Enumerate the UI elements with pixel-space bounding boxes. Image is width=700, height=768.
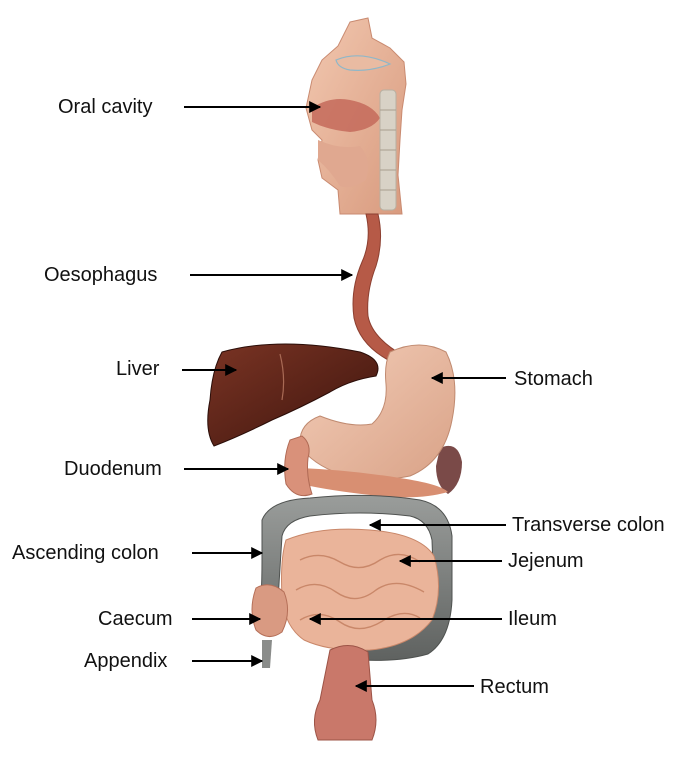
appendix-shape xyxy=(262,640,272,668)
head-section xyxy=(305,17,407,215)
caecum-shape xyxy=(251,584,288,637)
pancreas-shape xyxy=(300,468,448,498)
label-oesophagus: Oesophagus xyxy=(44,264,158,286)
liver-shape xyxy=(207,343,379,447)
label-oral-cavity: Oral cavity xyxy=(58,96,153,118)
pointer-arrows xyxy=(182,101,506,692)
duodenum-shape xyxy=(284,435,313,497)
label-caecum: Caecum xyxy=(98,608,173,630)
small-intestine-shape xyxy=(281,528,440,651)
rectum-shape xyxy=(314,645,377,741)
label-ascending-colon: Ascending colon xyxy=(12,542,159,564)
label-ileum: Ileum xyxy=(508,608,557,630)
label-jejenum: Jejenum xyxy=(508,550,584,572)
spleen-shape xyxy=(436,445,462,494)
label-rectum: Rectum xyxy=(480,676,549,698)
label-transverse-colon: Transverse colon xyxy=(512,514,665,536)
oesophagus-tube xyxy=(352,213,406,363)
label-stomach: Stomach xyxy=(514,368,593,390)
stomach-shape xyxy=(299,344,456,481)
label-duodenum: Duodenum xyxy=(64,458,162,480)
label-liver: Liver xyxy=(116,358,160,380)
label-appendix: Appendix xyxy=(84,650,168,672)
